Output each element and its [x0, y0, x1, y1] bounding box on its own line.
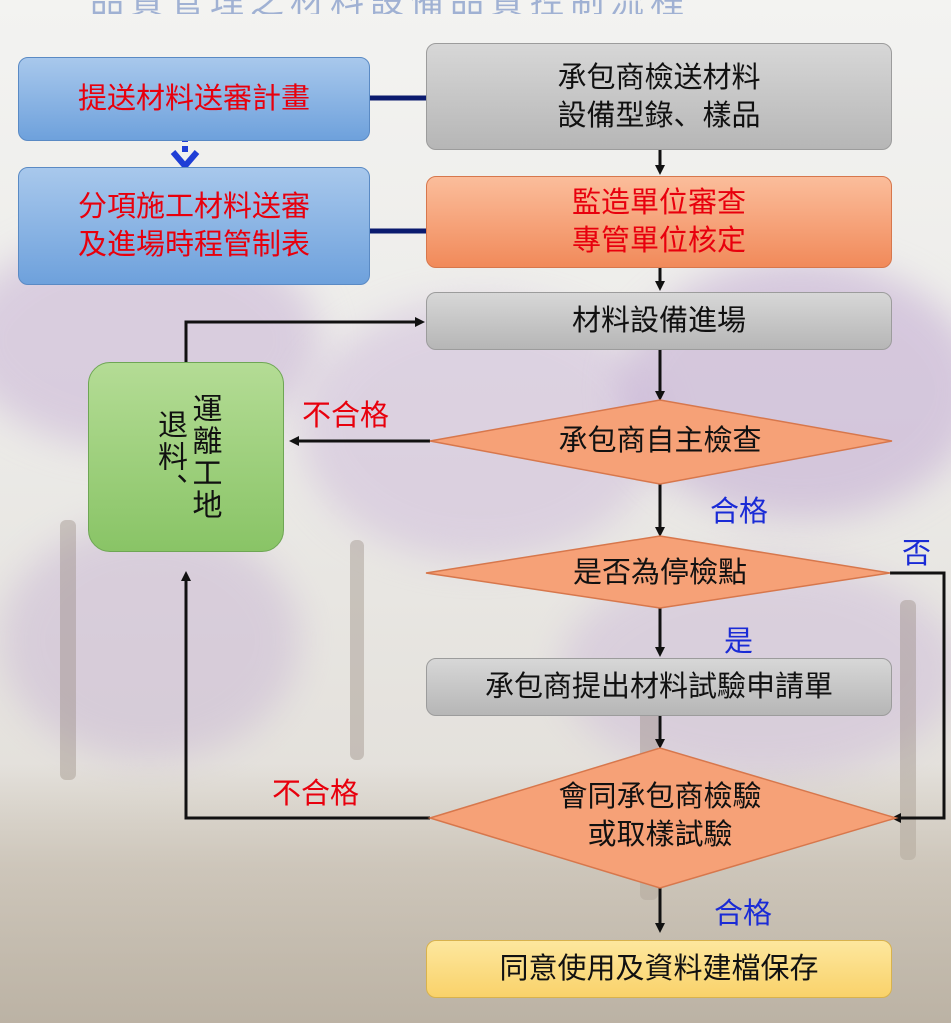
schedule-box: 分項施工材料送審 及進場時程管制表 [18, 167, 370, 285]
removal-text-2: 運離工地 [186, 393, 222, 521]
submit-box: 承包商檢送材料 設備型錄、樣品 [426, 43, 892, 150]
yes-label: 是 [724, 624, 754, 658]
pass-label-2: 合格 [714, 896, 773, 930]
fail-label-2: 不合格 [272, 776, 360, 810]
hold-point-diamond [425, 535, 891, 609]
removal-box: 退料、 運離工地 [88, 362, 284, 552]
removal-text-1: 退料、 [152, 409, 187, 505]
enter-site-box: 材料設備進場 [426, 292, 892, 350]
partial-page-title: 品質管理之材料設備品質控制流程 [90, 0, 951, 14]
joint-test-text: 會同承包商檢驗 或取樣試驗 [500, 778, 820, 853]
review-text-2: 專管單位核定 [571, 223, 746, 257]
plan-text: 提送材料送審計畫 [77, 81, 310, 116]
self-check-text: 承包商自主檢查 [558, 423, 762, 457]
joint-test-text-2: 或取樣試驗 [587, 816, 733, 851]
joint-test-diamond [427, 747, 899, 889]
review-text-1: 監造單位審查 [571, 185, 746, 220]
submit-text-2: 設備型錄、樣品 [557, 97, 761, 132]
plan-box: 提送材料送審計畫 [18, 57, 370, 141]
test-request-box: 承包商提出材料試驗申請單 [426, 658, 892, 716]
approve-box: 同意使用及資料建檔保存 [426, 940, 892, 998]
submit-text-1: 承包商檢送材料 [557, 59, 761, 94]
joint-test-text-1: 會同承包商檢驗 [558, 779, 762, 813]
fail-label-1: 不合格 [302, 398, 390, 432]
enter-site-text: 材料設備進場 [571, 303, 746, 338]
schedule-text-2: 及進場時程管制表 [77, 227, 310, 261]
no-label: 否 [902, 536, 932, 570]
approve-text: 同意使用及資料建檔保存 [499, 951, 819, 986]
self-check-diamond [429, 399, 893, 485]
pass-label-1: 合格 [710, 494, 769, 528]
hold-point-text: 是否為停檢點 [572, 555, 747, 589]
schedule-text-1: 分項施工材料送審 [77, 189, 310, 224]
test-request-text: 承包商提出材料試驗申請單 [484, 669, 833, 704]
review-box: 監造單位審查 專管單位核定 [426, 176, 892, 268]
